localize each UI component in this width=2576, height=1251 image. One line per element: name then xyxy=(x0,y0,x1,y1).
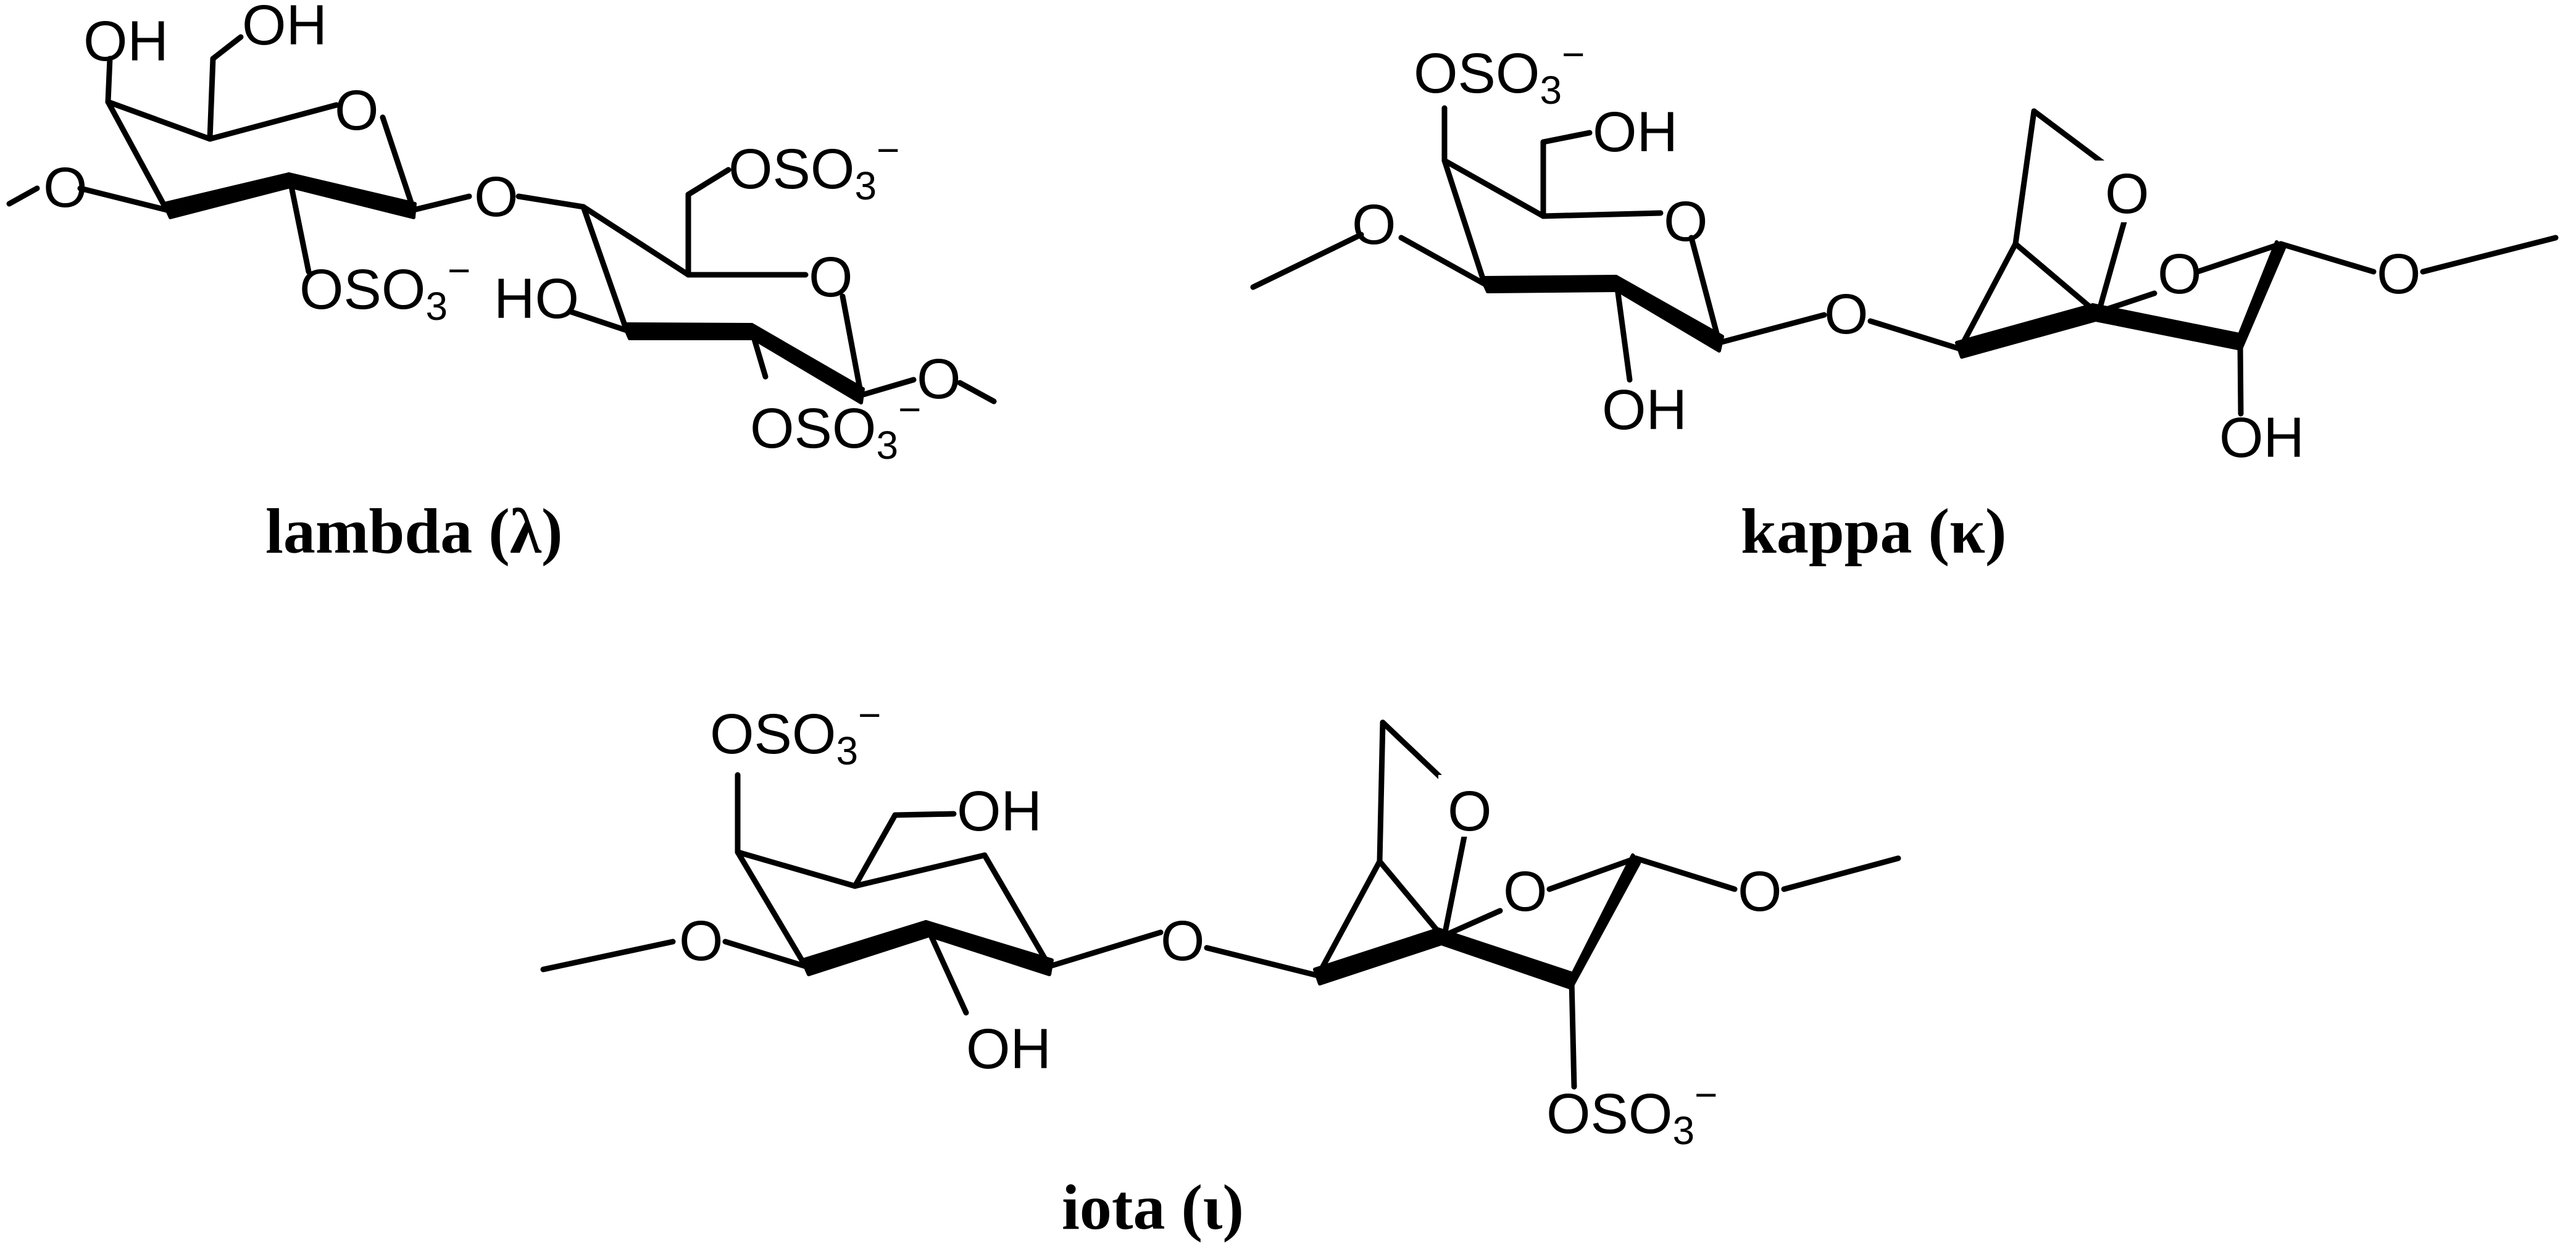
kappa-ring2-wedge-b xyxy=(2091,303,2243,351)
iota-ring2-wedge-b xyxy=(1436,927,1575,990)
lambda-ring1-oxygen: O xyxy=(335,79,379,142)
kappa-glycosidic-oxygen: O xyxy=(1824,283,1869,346)
lambda-glycosidic-oxygen: O xyxy=(474,165,519,228)
iota-link-oxygen-left: O xyxy=(679,910,723,973)
kappa-ring1-oxygen: O xyxy=(1664,190,1708,253)
iota-structure: OSO3− OH O OH O O O O OSO3− xyxy=(540,693,1901,1243)
lambda-ring2-wedge-a xyxy=(622,322,755,340)
kappa-ring1-wedge-a xyxy=(1480,275,1619,293)
lambda-ring2-sulfate-c6: OSO3− xyxy=(728,128,899,208)
iota-ring2-sulfate: OSO3− xyxy=(1546,1073,1717,1153)
kappa-ring-2: O O O OH xyxy=(1955,108,2559,469)
lambda-ring1-wedge-b xyxy=(287,172,417,219)
kappa-link-oxygen-right: O xyxy=(2377,243,2421,306)
iota-ring1-sulfate: OSO3− xyxy=(710,693,881,773)
lambda-ring-2: O HO OSO3− OSO3− O xyxy=(494,128,997,467)
iota-ring-1: OSO3− OH O OH xyxy=(540,693,1164,1081)
iota-ring1-wedge-a xyxy=(801,920,931,976)
lambda-caption: lambda (λ) xyxy=(265,496,563,567)
lambda-link-oxygen-left: O xyxy=(43,156,88,219)
lambda-ring2-oxygen: O xyxy=(809,246,853,309)
lambda-ring2-sulfate-c2: OSO3− xyxy=(750,387,921,467)
kappa-link-oxygen-left: O xyxy=(1352,193,1396,256)
kappa-ring1-sulfate: OSO3− xyxy=(1414,32,1585,112)
kappa-caption: kappa (κ) xyxy=(1741,496,2007,567)
kappa-bridge-oxygen: O xyxy=(2105,162,2149,225)
lambda-ring1-oh-c4: OH xyxy=(83,10,169,73)
kappa-ring-1: OSO3− OH O O OH xyxy=(1250,32,1827,441)
iota-ring1-oh-c2: OH xyxy=(966,1018,1051,1081)
lambda-structure: O OH OH O OSO3− O O HO OSO3− OSO3− xyxy=(6,0,997,567)
kappa-structure: OSO3− OH O O OH O O O O OH xyxy=(1250,32,2559,567)
kappa-ring2-oh-c2: OH xyxy=(2219,406,2304,469)
iota-glycosidic-oxygen: O xyxy=(1161,910,1205,973)
iota-link-oxygen-right: O xyxy=(1738,860,1782,923)
kappa-ring2-oxygen: O xyxy=(2157,243,2202,306)
iota-ring-2: O O O OSO3− xyxy=(1313,719,1901,1153)
lambda-ring1-sulfate: OSO3− xyxy=(299,248,470,328)
lambda-link-oxygen-right: O xyxy=(917,348,961,411)
iota-bridge-oxygen: O xyxy=(1448,780,1492,843)
iota-ring2-oxygen: O xyxy=(1503,860,1548,923)
kappa-ring1-oh-c2: OH xyxy=(1602,379,1687,441)
kappa-ring1-oh-c6: OH xyxy=(1593,101,1678,164)
lambda-ring1-oh-c6: OH xyxy=(242,0,327,57)
lambda-ring2-wedge-b xyxy=(750,323,865,404)
lambda-ring-1: O OH OH O OSO3− xyxy=(6,0,472,328)
iota-ring2-wedge-a xyxy=(1313,927,1443,985)
lambda-ring1-wedge-a xyxy=(162,172,292,219)
lambda-ring2-ho-c3: HO xyxy=(494,267,579,330)
iota-caption: iota (ι) xyxy=(1062,1172,1244,1243)
iota-ring1-oh-c6: OH xyxy=(957,780,1042,843)
